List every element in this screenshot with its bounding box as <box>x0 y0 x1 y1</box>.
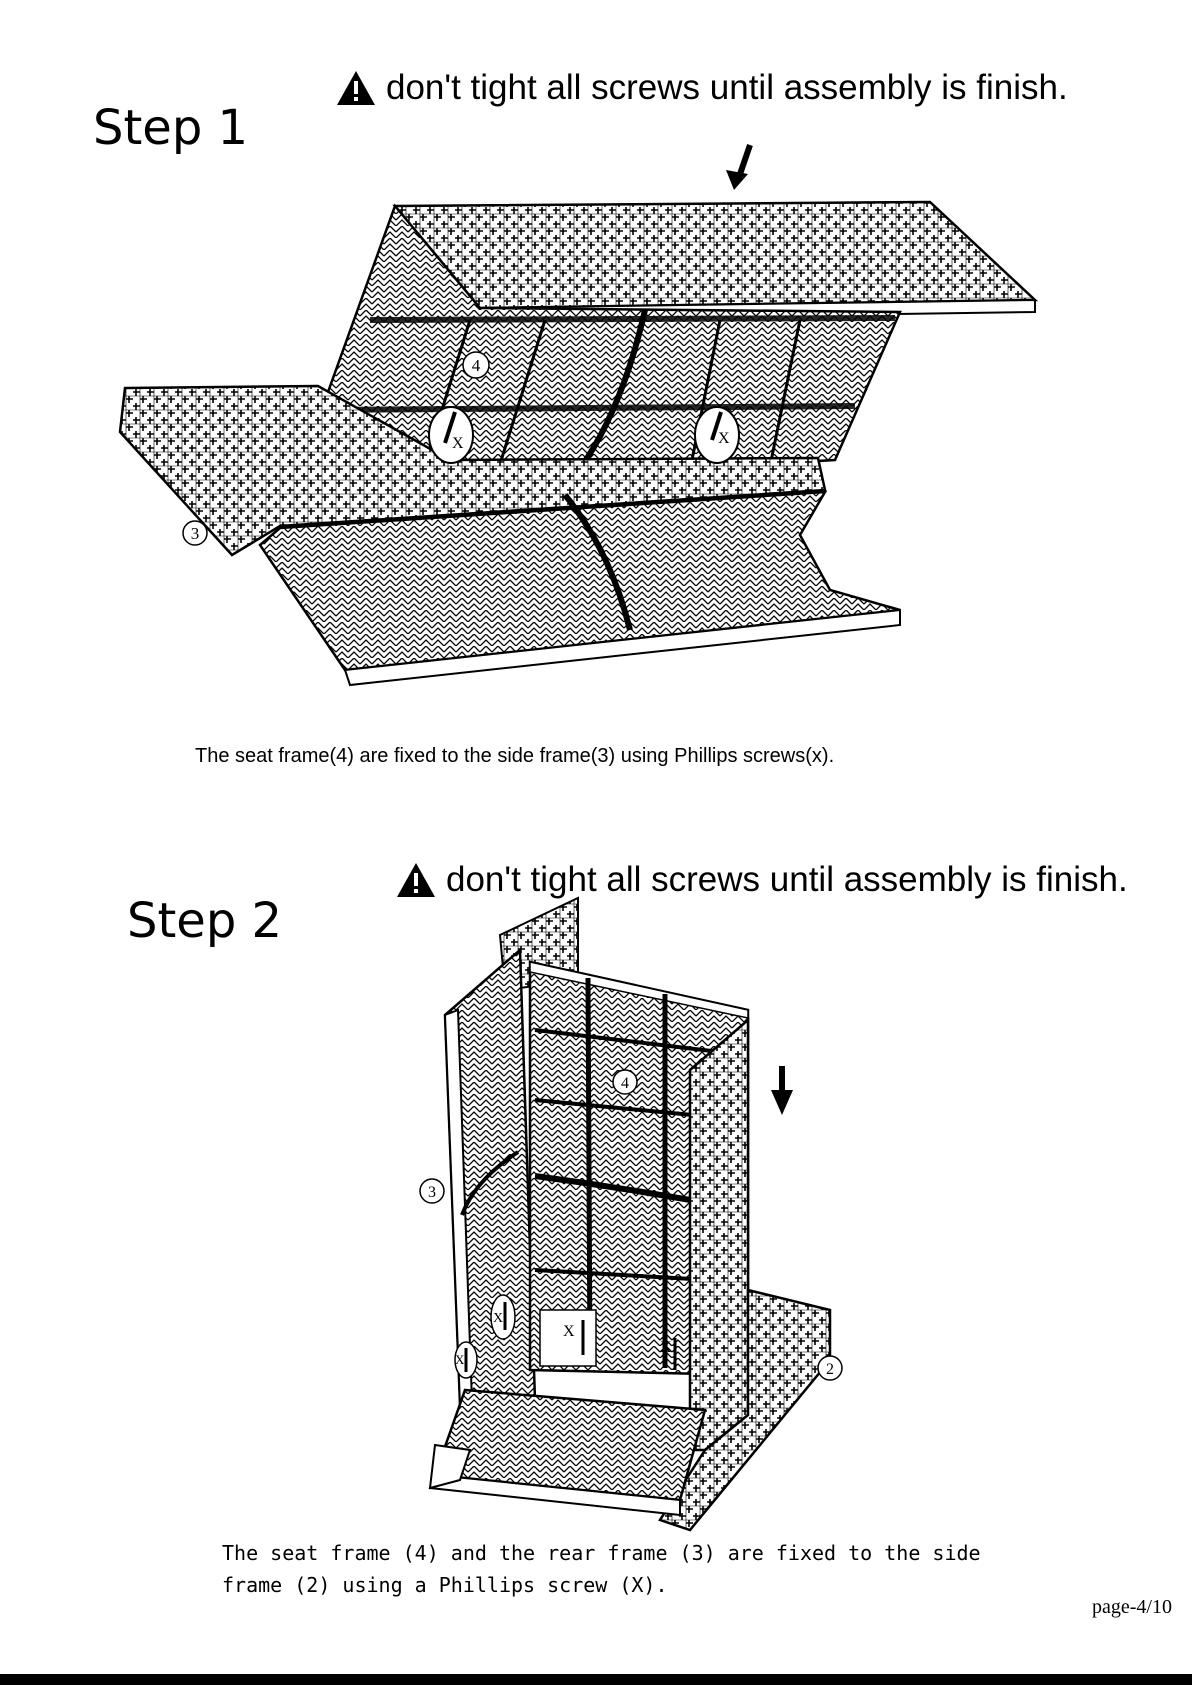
step1-warning-text: don't tight all screws until assembly is… <box>386 68 1068 107</box>
step1-side-frame <box>118 384 827 557</box>
step2-warning-text: don't tight all screws until assembly is… <box>446 860 1128 899</box>
step2-screw-label-d: X <box>660 1339 672 1356</box>
step2-diagram: X X X X 4 3 2 <box>419 896 843 1532</box>
step2-part3-label: 3 <box>419 1178 445 1204</box>
step1-diagram: X X 4 3 <box>118 144 1039 687</box>
step1-part3-label: 3 <box>182 520 208 546</box>
step1-screw-callout-right: X <box>694 406 740 464</box>
page-number: page-4/10 <box>1092 1596 1172 1618</box>
arrow-down-icon <box>726 144 753 190</box>
svg-text:4: 4 <box>472 356 481 375</box>
step2-screw-label-a: X <box>493 1311 503 1326</box>
step2-screw-label-c: X <box>563 1323 575 1340</box>
step1-title: Step 1 <box>93 100 249 156</box>
step1-screw-label-b: X <box>718 430 730 447</box>
step2-screw-label-b: X <box>455 1352 465 1367</box>
svg-text:3: 3 <box>191 524 200 543</box>
footer-rule <box>0 1674 1192 1685</box>
step1-screw-label-a: X <box>452 435 464 452</box>
step2-screw-callout-b: X <box>454 1341 478 1379</box>
svg-text:4: 4 <box>621 1075 629 1092</box>
step1-caption: The seat frame(4) are fixed to the side … <box>195 745 835 767</box>
warning-icon <box>336 70 376 106</box>
svg-text:2: 2 <box>826 1361 834 1378</box>
step2-caption-line1: The seat frame (4) and the rear frame (3… <box>222 1541 981 1565</box>
step1-warning: don't tight all screws until assembly is… <box>336 68 1068 108</box>
svg-text:3: 3 <box>428 1184 436 1201</box>
step2-caption-line2: frame (2) using a Phillips screw (X). <box>222 1573 668 1597</box>
step1-screw-callout-left: X <box>428 406 474 464</box>
step2-part4-label: 4 <box>612 1069 638 1095</box>
step2-side-frame <box>688 1017 750 1452</box>
step2-screw-callout-d: X <box>660 1338 677 1370</box>
step1-back-panel-top <box>392 200 1039 310</box>
step2-screw-callout-c: X <box>563 1320 585 1355</box>
step2-caption: The seat frame (4) and the rear frame (3… <box>222 1537 981 1601</box>
arrow-down-icon <box>771 1066 793 1115</box>
step2-warning: don't tight all screws until assembly is… <box>396 860 1128 900</box>
step1-part4-label: 4 <box>462 351 490 379</box>
step2-title: Step 2 <box>127 893 283 949</box>
step2-part2-label: 2 <box>817 1355 843 1381</box>
step2-screw-callout-a: X <box>490 1294 516 1340</box>
